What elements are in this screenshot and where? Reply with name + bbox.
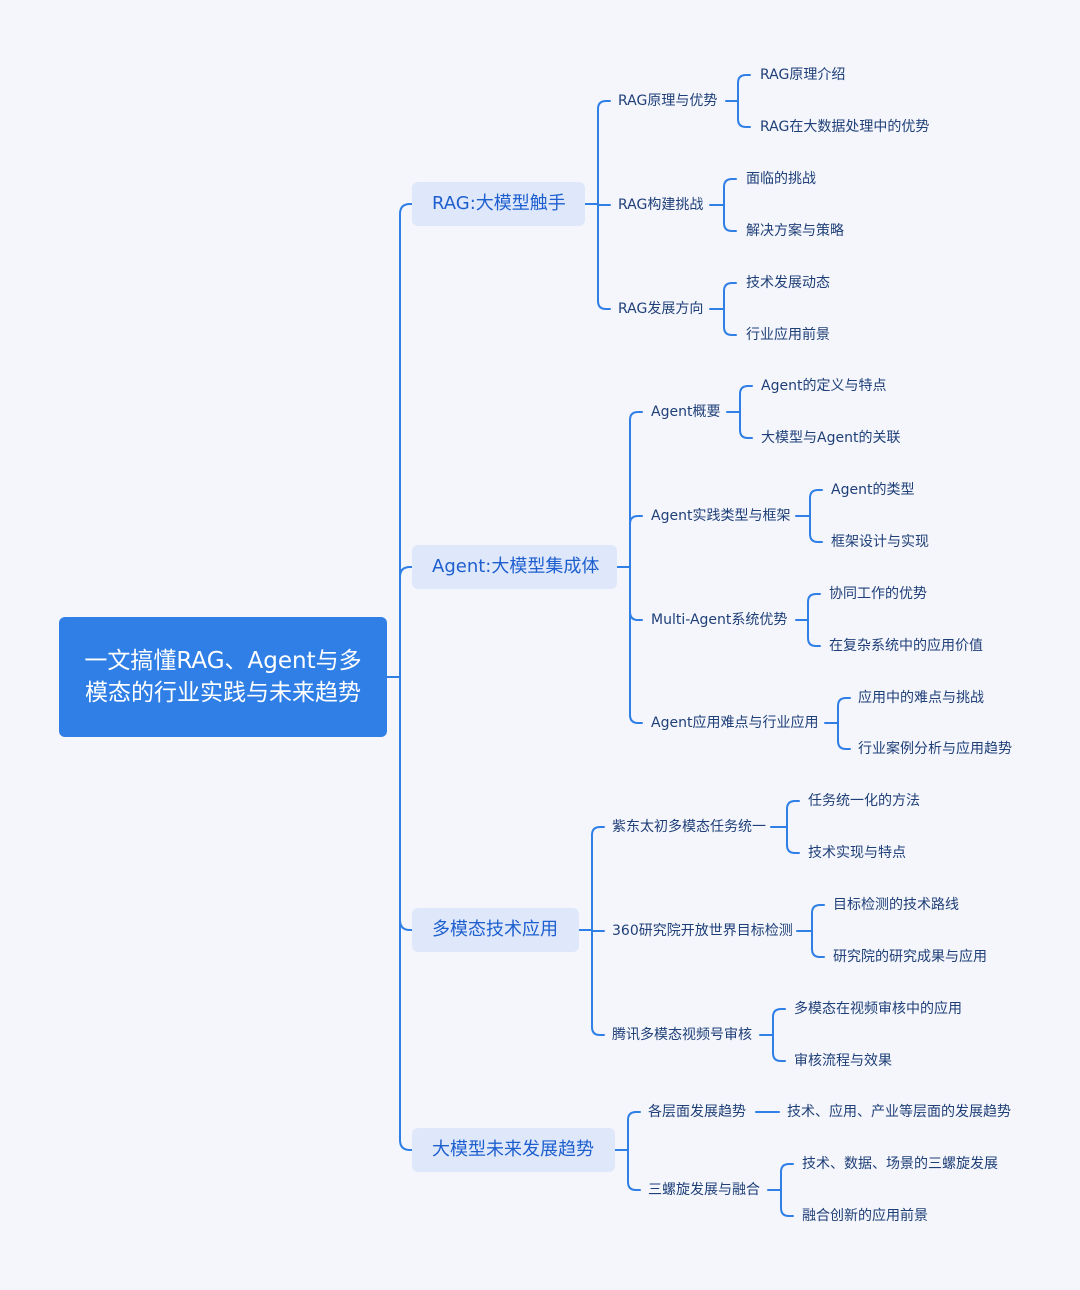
- connector-bracket: [795, 593, 821, 647]
- branch-future-trends[interactable]: 大模型未来发展趋势: [412, 1128, 615, 1172]
- topic-rag-direction[interactable]: RAG发展方向: [618, 301, 704, 317]
- topic-360-detection[interactable]: 360研究院开放世界目标检测: [612, 923, 793, 939]
- connector-bracket: [386, 203, 413, 1151]
- branch-agent[interactable]: Agent:大模型集成体: [412, 545, 617, 589]
- leaf-llm-agent-relation[interactable]: 大模型与Agent的关联: [761, 430, 901, 446]
- leaf-collaboration[interactable]: 协同工作的优势: [829, 586, 927, 602]
- leaf-industry-prospects[interactable]: 行业应用前景: [746, 327, 830, 343]
- branch-label: RAG:大模型触手: [432, 193, 566, 214]
- root-node[interactable]: 一文搞懂RAG、Agent与多模态的行业实践与未来趋势: [59, 617, 387, 737]
- leaf-rag-bigdata-advantage[interactable]: RAG在大数据处理中的优势: [760, 119, 930, 135]
- leaf-challenges[interactable]: 面临的挑战: [746, 171, 816, 187]
- topic-agent-types-frameworks[interactable]: Agent实践类型与框架: [651, 508, 791, 524]
- leaf-detection-route[interactable]: 目标检测的技术路线: [833, 897, 959, 913]
- connector-bracket: [824, 697, 851, 750]
- connector-bracket: [759, 1008, 786, 1062]
- leaf-agent-definition[interactable]: Agent的定义与特点: [761, 378, 887, 394]
- leaf-agent-types[interactable]: Agent的类型: [831, 482, 915, 498]
- leaf-task-unification[interactable]: 任务统一化的方法: [808, 793, 920, 809]
- connector-bracket: [578, 826, 605, 1036]
- leaf-video-review-app[interactable]: 多模态在视频审核中的应用: [794, 1001, 962, 1017]
- topic-agent-difficulties[interactable]: Agent应用难点与行业应用: [651, 715, 819, 731]
- connector-bracket: [726, 385, 753, 439]
- root-title: 一文搞懂RAG、Agent与多模态的行业实践与未来趋势: [84, 648, 362, 706]
- connector-bracket: [770, 800, 800, 854]
- leaf-tech-implementation[interactable]: 技术实现与特点: [808, 845, 906, 861]
- leaf-rag-principle-intro[interactable]: RAG原理介绍: [760, 67, 846, 83]
- connector-bracket: [614, 1111, 641, 1191]
- connector-bracket: [584, 100, 611, 310]
- leaf-difficulties[interactable]: 应用中的难点与挑战: [858, 690, 984, 706]
- branch-rag[interactable]: RAG:大模型触手: [412, 182, 585, 226]
- topic-rag-challenges[interactable]: RAG构建挑战: [618, 197, 704, 213]
- leaf-level-trends[interactable]: 技术、应用、产业等层面的发展趋势: [787, 1104, 1011, 1120]
- leaf-framework-design[interactable]: 框架设计与实现: [831, 534, 929, 550]
- connector-bracket: [795, 489, 823, 543]
- leaf-case-analysis[interactable]: 行业案例分析与应用趋势: [858, 741, 1012, 757]
- branch-label: 多模态技术应用: [432, 919, 558, 940]
- connector-bracket: [796, 904, 825, 958]
- leaf-research-results[interactable]: 研究院的研究成果与应用: [833, 949, 987, 965]
- connector-bracket: [725, 74, 751, 128]
- topic-agent-overview[interactable]: Agent概要: [651, 404, 721, 420]
- leaf-complex-system-value[interactable]: 在复杂系统中的应用价值: [829, 638, 983, 654]
- topic-triple-helix[interactable]: 三螺旋发展与融合: [648, 1182, 760, 1198]
- topic-multi-agent[interactable]: Multi-Agent系统优势: [651, 612, 788, 628]
- branch-label: Agent:大模型集成体: [432, 556, 600, 577]
- branch-multimodal[interactable]: 多模态技术应用: [412, 908, 579, 952]
- leaf-triple-helix-dev[interactable]: 技术、数据、场景的三螺旋发展: [802, 1156, 998, 1172]
- leaf-solutions[interactable]: 解决方案与策略: [746, 223, 844, 239]
- connector-bracket: [709, 178, 737, 232]
- topic-tencent-review[interactable]: 腾讯多模态视频号审核: [612, 1027, 752, 1043]
- branch-label: 大模型未来发展趋势: [432, 1139, 594, 1160]
- leaf-fusion-innovation[interactable]: 融合创新的应用前景: [802, 1208, 928, 1224]
- connector-bracket: [767, 1163, 794, 1217]
- leaf-tech-dynamics[interactable]: 技术发展动态: [746, 275, 830, 291]
- topic-level-trends[interactable]: 各层面发展趋势: [648, 1104, 746, 1120]
- connector-bracket: [709, 282, 737, 336]
- leaf-review-process[interactable]: 审核流程与效果: [794, 1053, 892, 1069]
- topic-rag-principle[interactable]: RAG原理与优势: [618, 93, 718, 109]
- connector-bracket: [616, 411, 643, 724]
- topic-zidong-taichu[interactable]: 紫东太初多模态任务统一: [612, 819, 766, 835]
